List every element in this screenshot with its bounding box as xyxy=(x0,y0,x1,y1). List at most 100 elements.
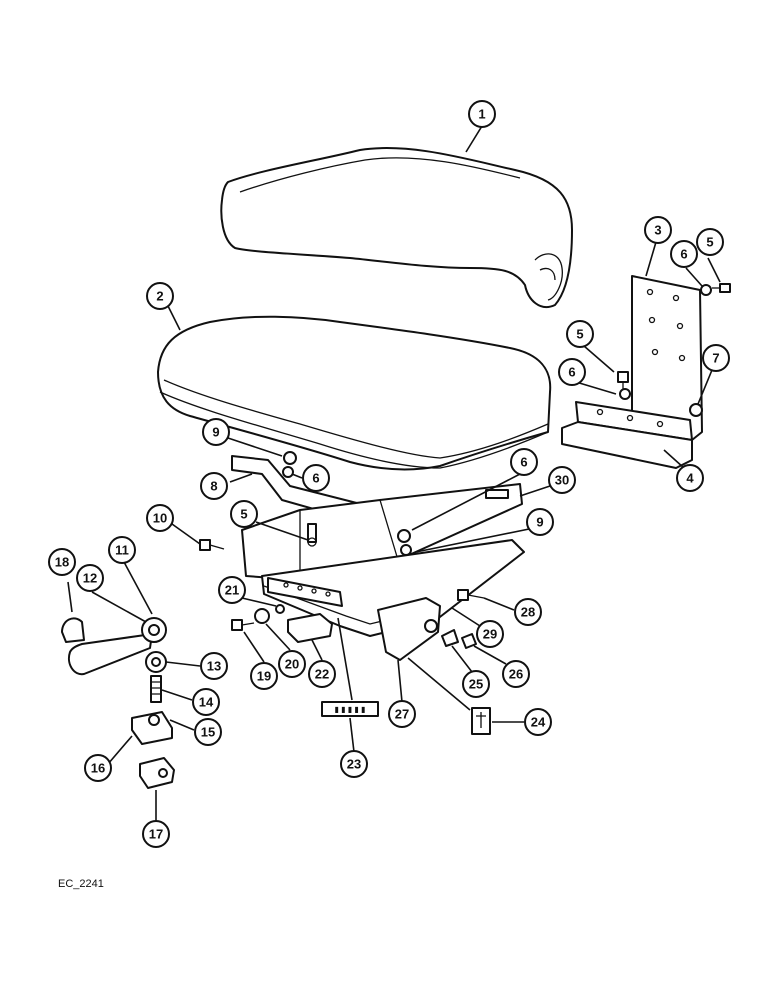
svg-text:6: 6 xyxy=(520,455,527,470)
svg-text:24: 24 xyxy=(531,715,546,730)
callout-25: 25 xyxy=(462,670,490,698)
callout-12: 12 xyxy=(76,564,104,592)
callout-24: 24 xyxy=(524,708,552,736)
backrest-bracket xyxy=(631,275,703,441)
callout-1: 1 xyxy=(468,100,496,128)
svg-text:25: 25 xyxy=(469,677,483,692)
svg-text:7: 7 xyxy=(712,351,719,366)
bolt-19 xyxy=(231,619,255,631)
svg-text:5: 5 xyxy=(706,235,713,250)
svg-text:9: 9 xyxy=(212,425,219,440)
svg-text:▮ ▮ ▮ ▮ ▮: ▮ ▮ ▮ ▮ ▮ xyxy=(335,705,366,714)
callout-11: 11 xyxy=(108,536,136,564)
callout-13: 13 xyxy=(200,652,228,680)
callout-5-lower: 5 xyxy=(230,500,258,528)
seat-cushion xyxy=(157,315,552,471)
svg-text:15: 15 xyxy=(201,725,215,740)
callout-23: 23 xyxy=(340,750,368,778)
callout-28: 28 xyxy=(514,598,542,626)
svg-text:27: 27 xyxy=(395,707,409,722)
svg-text:21: 21 xyxy=(225,583,239,598)
callout-22: 22 xyxy=(308,660,336,688)
callout-29: 29 xyxy=(476,620,504,648)
svg-text:6: 6 xyxy=(568,365,575,380)
callout-6-top-right: 6 xyxy=(670,240,698,268)
svg-text:10: 10 xyxy=(153,511,167,526)
pivot-block xyxy=(131,711,173,745)
svg-text:26: 26 xyxy=(509,667,523,682)
callout-9-left: 9 xyxy=(202,418,230,446)
washer-6-left xyxy=(282,466,294,478)
svg-text:22: 22 xyxy=(315,667,329,682)
svg-text:19: 19 xyxy=(257,669,271,684)
spring-stud xyxy=(307,523,317,547)
callout-6-middle: 6 xyxy=(558,358,586,386)
mounting-angle-bracket xyxy=(561,401,693,469)
callout-3: 3 xyxy=(644,216,672,244)
star-washer xyxy=(145,651,167,673)
svg-text:9: 9 xyxy=(536,515,543,530)
washer-6-right xyxy=(700,284,712,296)
svg-text:5: 5 xyxy=(240,507,247,522)
callout-30: 30 xyxy=(548,466,576,494)
backrest-cushion xyxy=(220,147,573,308)
callout-6-right: 6 xyxy=(510,448,538,476)
svg-text:2: 2 xyxy=(156,289,163,304)
callout-18: 18 xyxy=(48,548,76,576)
svg-text:20: 20 xyxy=(285,657,299,672)
pin-21 xyxy=(275,604,285,614)
callout-16: 16 xyxy=(84,754,112,782)
bolt-10 xyxy=(199,539,225,551)
latch-22 xyxy=(287,613,333,643)
callout-14: 14 xyxy=(192,688,220,716)
bolt-28 xyxy=(457,589,485,601)
plug-7 xyxy=(689,403,703,417)
callout-4: 4 xyxy=(676,464,704,492)
decal-23: ▮ ▮ ▮ ▮ ▮ xyxy=(321,701,379,717)
nut-9-right xyxy=(397,529,412,556)
svg-text:3: 3 xyxy=(654,223,661,238)
callout-5-middle: 5 xyxy=(566,320,594,348)
svg-text:18: 18 xyxy=(55,555,69,570)
washer-6-middle xyxy=(619,388,631,400)
svg-text:29: 29 xyxy=(483,627,497,642)
svg-text:4: 4 xyxy=(686,471,694,486)
callout-10: 10 xyxy=(146,504,174,532)
callout-17: 17 xyxy=(142,820,170,848)
callout-21: 21 xyxy=(218,576,246,604)
slot-plate xyxy=(267,577,343,607)
adjustment-lever-plate xyxy=(377,597,441,661)
callout-15: 15 xyxy=(194,718,222,746)
bolt-5-right xyxy=(712,283,731,293)
svg-text:13: 13 xyxy=(207,659,221,674)
leader-lines xyxy=(67,125,721,822)
callout-6-left: 6 xyxy=(302,464,330,492)
callout-27: 27 xyxy=(388,700,416,728)
svg-text:8: 8 xyxy=(210,479,217,494)
svg-text:14: 14 xyxy=(199,695,214,710)
svg-text:23: 23 xyxy=(347,757,361,772)
spacer-20 xyxy=(254,608,270,624)
cap-clip xyxy=(61,617,85,643)
height-adjust-handle xyxy=(68,617,167,676)
svg-text:1: 1 xyxy=(478,107,485,122)
svg-text:11: 11 xyxy=(115,543,129,558)
clip-26 xyxy=(461,633,477,649)
decal-24 xyxy=(471,707,491,735)
callout-7: 7 xyxy=(702,344,730,372)
svg-text:30: 30 xyxy=(555,473,569,488)
bushing-block xyxy=(139,757,175,789)
callout-19: 19 xyxy=(250,662,278,690)
svg-text:16: 16 xyxy=(91,761,105,776)
svg-text:17: 17 xyxy=(149,827,163,842)
callout-2: 2 xyxy=(146,282,174,310)
clip-25 xyxy=(441,629,459,647)
svg-text:5: 5 xyxy=(576,327,583,342)
svg-text:28: 28 xyxy=(521,605,535,620)
svg-text:12: 12 xyxy=(83,571,97,586)
adjuster-screw xyxy=(150,675,162,703)
svg-text:6: 6 xyxy=(680,247,687,262)
figure-reference-code: EC_2241 xyxy=(58,878,104,890)
svg-text:6: 6 xyxy=(312,471,319,486)
